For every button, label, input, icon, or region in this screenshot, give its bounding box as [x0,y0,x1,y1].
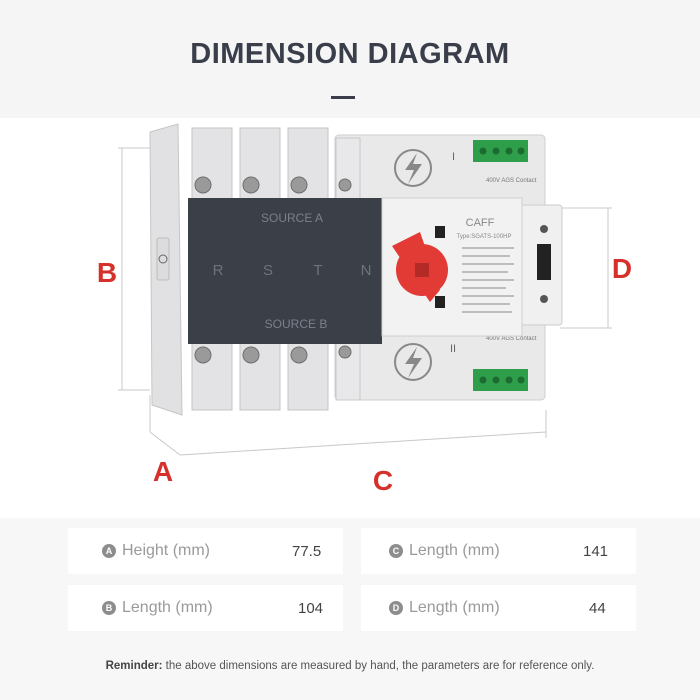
spec-card-length-d: D Length (mm) 44 [361,585,636,631]
badge-d: D [389,601,403,615]
switch-handle [392,226,448,308]
spec-card-length-c: C Length (mm) 141 [361,528,636,574]
spec-value-length-c: 141 [583,542,609,560]
contact-label-bottom: 400V AGS Contact [486,336,537,342]
spec-card-length-b: B Length (mm) 104 [68,585,343,631]
dimension-letter-c: C [373,465,393,496]
spec-label-length-d: Length (mm) [409,599,500,616]
terminal-posts [191,127,361,411]
cover-label-top: SOURCE A [261,211,323,225]
reminder-lead: Reminder: [105,660,163,672]
dimension-letter-a: A [153,456,173,487]
page-title: DIMENSION DIAGRAM [190,38,510,70]
reminder-note: Reminder: the above dimensions are measu… [0,660,700,672]
state-i-label: I [452,151,455,163]
badge-c: C [389,544,403,558]
dimension-guides [118,147,612,456]
spec-label-height: Height (mm) [122,542,211,559]
pole-label-s: S [263,262,273,279]
cover-label-bottom: SOURCE B [265,317,328,331]
reminder-text: the above dimensions are measured by han… [162,660,595,672]
dimension-letter-b: B [97,257,117,288]
spec-label-length-b: Length (mm) [122,599,213,616]
badge-a: A [102,544,116,558]
lightning-logo-bottom [394,343,432,381]
lightning-logo-top [394,149,432,187]
spec-value-length-d: 44 [589,599,606,617]
contact-label-top: 400V AGS Contact [486,178,537,184]
dimension-diagram: I II 400V AGS Contact 400V AGS Contact S… [97,123,632,496]
pole-label-n: N [361,262,372,279]
terminal-bottom [473,369,528,391]
pole-label-t: T [313,262,322,279]
left-frame [149,123,183,416]
spec-value-length-b: 104 [298,599,324,617]
state-ii-label: II [450,343,456,355]
side-switch [537,244,551,280]
source-cover [188,198,382,344]
spec-label-length-c: Length (mm) [409,542,500,559]
badge-b: B [102,601,116,615]
terminal-screws [194,176,352,364]
terminal-top [473,140,528,162]
pole-label-r: R [213,262,224,279]
type-label: Type:SGATS-100HP [457,234,512,240]
title-underline [331,96,355,99]
spec-lines [462,247,514,313]
brand-label: CAFF [466,217,495,229]
dimension-letter-d: D [612,253,632,284]
spec-card-height: A Height (mm) 77.5 [68,528,343,574]
spec-value-height: 77.5 [292,542,322,560]
